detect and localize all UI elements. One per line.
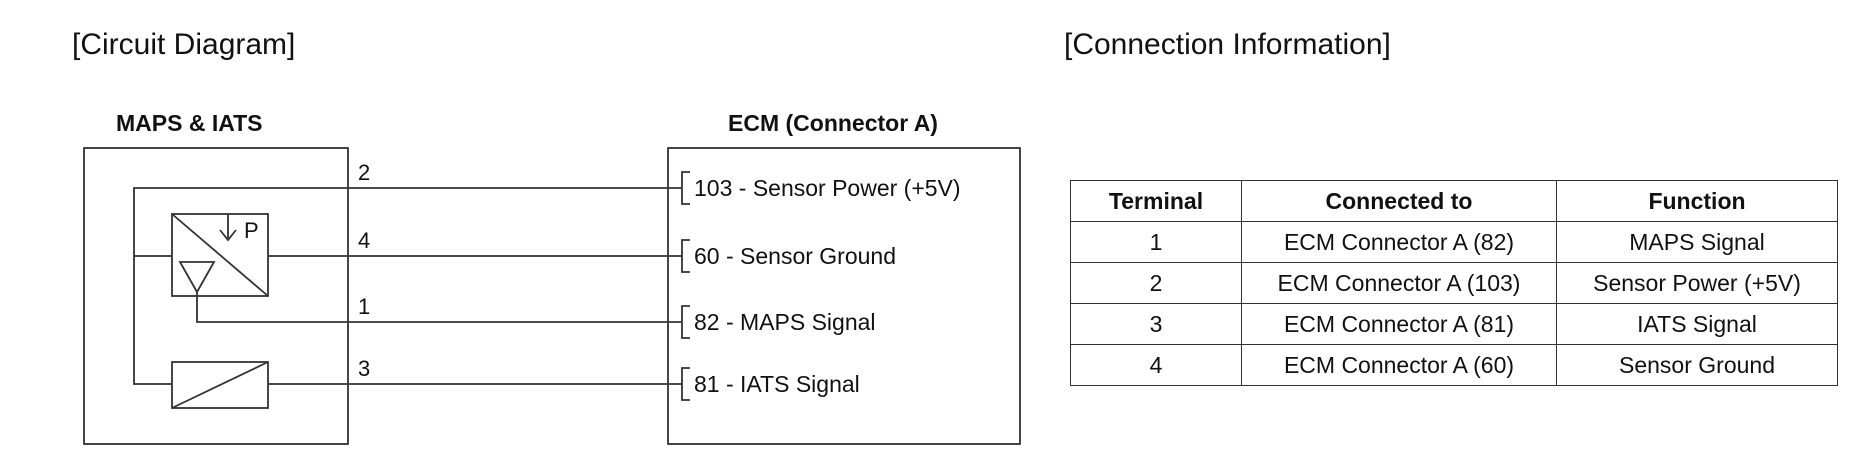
- cell-function: IATS Signal: [1556, 303, 1838, 345]
- cell-terminal: 4: [1070, 344, 1242, 386]
- header-terminal: Terminal: [1070, 180, 1242, 222]
- table-row: 2 ECM Connector A (103) Sensor Power (+5…: [1070, 262, 1838, 304]
- connection-table: Terminal Connected to Function 1 ECM Con…: [1070, 180, 1838, 386]
- wire-pin-2: [133, 187, 640, 385]
- pin-number: 1: [358, 294, 370, 319]
- cell-function: Sensor Ground: [1556, 344, 1838, 386]
- cell-connected-to: ECM Connector A (60): [1241, 344, 1557, 386]
- pin-number: 3: [358, 356, 370, 381]
- maps-sensor-symbol: [171, 213, 269, 297]
- table-row: 4 ECM Connector A (60) Sensor Ground: [1070, 344, 1838, 386]
- cell-connected-to: ECM Connector A (103): [1241, 262, 1557, 304]
- ecm-terminal-label: 82 - MAPS Signal: [694, 309, 876, 335]
- pressure-symbol-label: P: [244, 218, 259, 243]
- cell-function: Sensor Power (+5V): [1556, 262, 1838, 304]
- ecm-box-label: ECM (Connector A): [728, 110, 938, 136]
- table-header-row: Terminal Connected to Function: [1070, 180, 1838, 222]
- cell-terminal: 2: [1070, 262, 1242, 304]
- header-function: Function: [1556, 180, 1838, 222]
- cell-connected-to: ECM Connector A (82): [1241, 221, 1557, 263]
- cell-function: MAPS Signal: [1556, 221, 1838, 263]
- ecm-terminal-bracket: [681, 239, 690, 273]
- ecm-box: [667, 147, 1021, 445]
- sensor-box: [83, 147, 349, 445]
- circuit-diagram-title: [Circuit Diagram]: [72, 28, 296, 61]
- iats-sensor-symbol: [171, 361, 269, 409]
- cell-connected-to: ECM Connector A (81): [1241, 303, 1557, 345]
- ecm-terminal-bracket: [681, 171, 690, 205]
- header-connected-to: Connected to: [1241, 180, 1557, 222]
- connection-info-title: [Connection Information]: [1064, 28, 1391, 61]
- cell-terminal: 3: [1070, 303, 1242, 345]
- ecm-terminal-bracket: [681, 305, 690, 339]
- pin-number: 4: [358, 228, 370, 253]
- table-row: 3 ECM Connector A (81) IATS Signal: [1070, 303, 1838, 345]
- ecm-terminal-label: 81 - IATS Signal: [694, 371, 860, 397]
- sensor-box-label: MAPS & IATS: [116, 110, 263, 136]
- table-row: 1 ECM Connector A (82) MAPS Signal: [1070, 221, 1838, 263]
- cell-terminal: 1: [1070, 221, 1242, 263]
- ecm-terminal-label: 60 - Sensor Ground: [694, 243, 896, 269]
- ecm-terminal-label: 103 - Sensor Power (+5V): [694, 175, 961, 201]
- pin-number: 2: [358, 160, 370, 185]
- wire-pin-1: [196, 292, 682, 323]
- ecm-terminal-bracket: [681, 367, 690, 401]
